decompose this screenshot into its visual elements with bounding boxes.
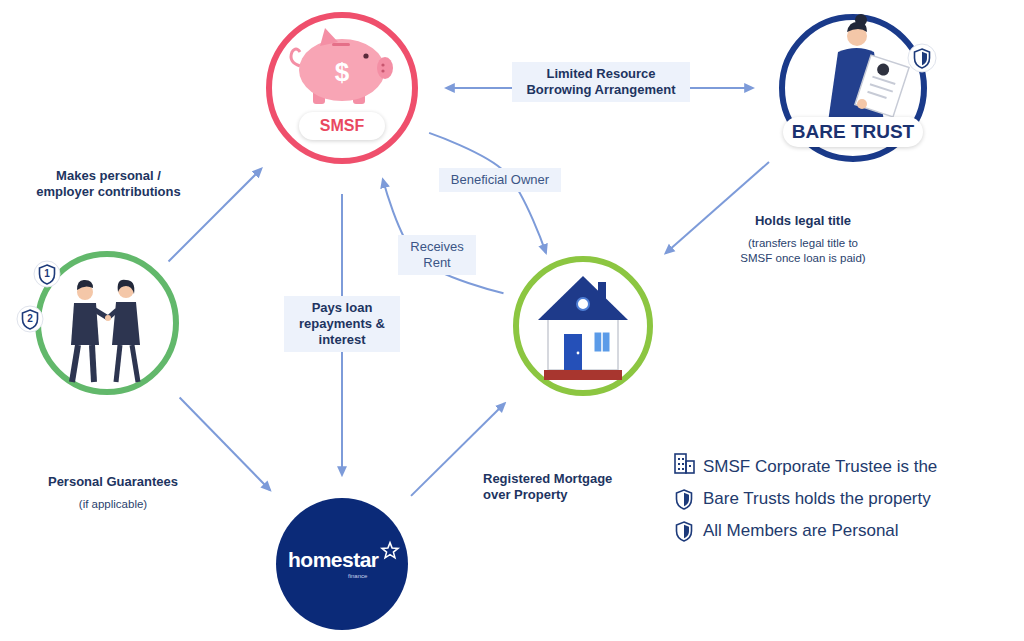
- node-outline: [782, 17, 924, 159]
- node-outline: [38, 254, 176, 392]
- note-text: (transfers legal title to SMSF once loan…: [735, 236, 871, 266]
- property-circle: [513, 256, 653, 396]
- edge-label: Holds legal title: [718, 213, 888, 229]
- legend-entry: Bare Trusts holds the property: [703, 489, 931, 509]
- legend-icons: [682, 468, 684, 470]
- legend-icons: [686, 461, 694, 473]
- node-outline: [269, 15, 415, 161]
- smsf-circle: $ SMSF: [266, 12, 418, 164]
- legend-text: All Members are Personal: [703, 521, 899, 540]
- legend-icons: [678, 458, 680, 460]
- note-text: (if applicable): [53, 497, 173, 512]
- edge-label: Limited Resource Borrowing Arrangement: [512, 62, 690, 102]
- currency-symbol: $: [328, 58, 356, 86]
- node-title: BARE TRUST: [783, 117, 923, 147]
- logo-subtext: finance: [348, 573, 388, 580]
- legend-icons: [675, 454, 694, 541]
- legend-icons: [678, 463, 680, 465]
- legend-entry: All Members are Personal: [703, 521, 899, 541]
- bare-trust-circle: BARE TRUST: [779, 14, 927, 162]
- edge-label: Makes personal / employer contributions: [31, 168, 186, 200]
- connector-arrow: [383, 179, 504, 293]
- legend-icons: [678, 468, 680, 470]
- node-outline: [266, 12, 418, 164]
- node-title: SMSF: [299, 112, 385, 140]
- legend-entry: SMSF Corporate Trustee is the: [703, 457, 937, 477]
- connector-arrow: [180, 397, 270, 490]
- node-outline: [276, 498, 408, 630]
- edge-label: Receives Rent: [398, 235, 476, 275]
- legend-icons: [682, 458, 684, 460]
- legend-text: Bare Trusts holds the property: [703, 489, 931, 508]
- node-outline: [35, 251, 179, 395]
- lender-circle: homestarfinance: [276, 498, 408, 630]
- node-outline: [513, 256, 653, 396]
- legend-text: SMSF Corporate Trustee is the: [703, 457, 937, 476]
- logo-text: homestar: [288, 548, 388, 572]
- members-circle: 12: [35, 251, 179, 395]
- edge-label: Pays loan repayments & interest: [284, 296, 400, 352]
- connector-arrow: [169, 169, 262, 262]
- edge-label: Beneficial Owner: [439, 168, 561, 192]
- edge-label: Personal Guarantees: [28, 474, 198, 490]
- legend-icons: [675, 454, 686, 473]
- node-outline: [516, 259, 650, 393]
- edge-label: Registered Mortgage over Property: [483, 471, 623, 503]
- legend-icons: [677, 490, 692, 509]
- callout-number: 1: [40, 268, 54, 280]
- legend-icons: [677, 522, 692, 541]
- legend-icons: [682, 463, 684, 465]
- callout-number: 2: [23, 313, 37, 325]
- connector-group: [169, 88, 769, 496]
- legend-icons: [689, 465, 691, 467]
